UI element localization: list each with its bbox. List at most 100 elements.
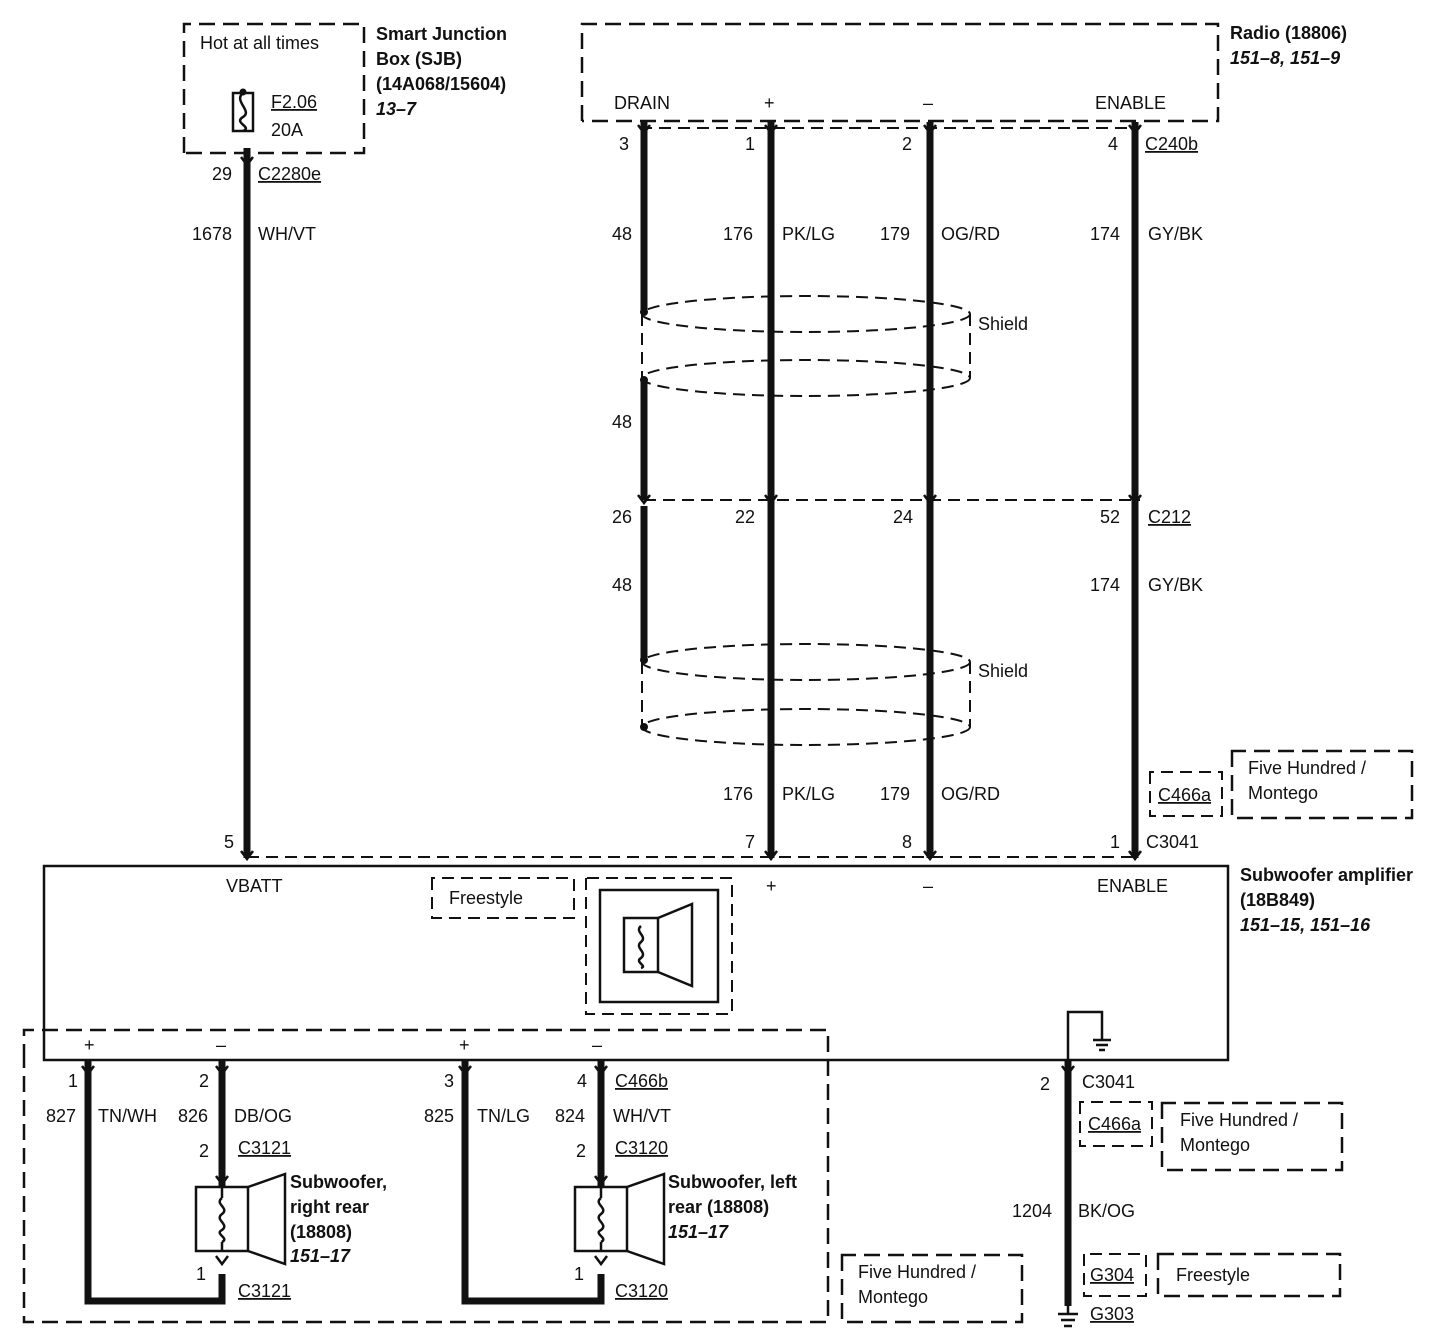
c240b-pin-minus: 2	[902, 134, 912, 154]
c212-pin-drain: 26	[612, 507, 632, 527]
left-sub-name-line1: Subwoofer, left	[668, 1172, 797, 1192]
wire-825-circuit: 825	[424, 1106, 454, 1126]
wire-1204-circuit: 1204	[1012, 1201, 1052, 1221]
fuse-icon	[231, 88, 255, 133]
c212-pin-plus: 22	[735, 507, 755, 527]
shield-upper-label: Shield	[978, 314, 1028, 334]
wire-827-color: TN/WH	[98, 1106, 157, 1126]
ground-connector: C3041	[1082, 1072, 1135, 1092]
right-sub-conn-pin-top: 2	[199, 1141, 209, 1161]
wire-1204-color: BK/OG	[1078, 1201, 1135, 1221]
ground-alt-freestyle-note: Freestyle	[1176, 1265, 1250, 1285]
radio-terminal-plus: +	[764, 93, 775, 113]
left-subwoofer-speaker-icon	[573, 1172, 666, 1266]
connector-markers-c240b	[637, 124, 1142, 136]
amp-speaker-icon	[585, 877, 733, 1015]
radio-terminal-minus: –	[923, 93, 933, 113]
c466a-upper-connector: C466a	[1158, 785, 1212, 805]
speaker-option-note: Five Hundred / Montego	[840, 1253, 1024, 1324]
left-sub-name-line2: rear (18808)	[668, 1197, 769, 1217]
left-sub-amp-connector: C466b	[615, 1071, 668, 1091]
amp-terminal-enable: ENABLE	[1097, 876, 1168, 896]
ground-alt-g304: G304	[1090, 1265, 1134, 1285]
wire-179-circuit: 179	[880, 224, 910, 244]
sjb-pin: 29	[212, 164, 232, 184]
wire-827-circuit: 827	[46, 1106, 76, 1126]
amplifier-box	[42, 864, 1230, 1062]
wire-176-lower-circuit: 176	[723, 784, 753, 804]
wire-174-circuit: 174	[1090, 224, 1120, 244]
wire-179-lower-circuit: 179	[880, 784, 910, 804]
right-sub-pin-plus: 1	[68, 1071, 78, 1091]
ground-pin: 2	[1040, 1074, 1050, 1094]
wire-174-lower-color: GY/BK	[1148, 575, 1203, 595]
left-sub-page-ref: 151–17	[668, 1222, 729, 1242]
c466a-upper-note-line1: Five Hundred /	[1248, 758, 1366, 778]
speaker-option-line1: Five Hundred /	[858, 1262, 976, 1282]
sjb-part-number: (14A068/15604)	[376, 74, 506, 94]
c240b-pin-drain: 3	[619, 134, 629, 154]
wire-826-color: DB/OG	[234, 1106, 292, 1126]
left-sub-conn-pin-bottom: 1	[574, 1264, 584, 1284]
radio-terminal-drain: DRAIN	[614, 93, 670, 113]
smart-junction-box: Hot at all times F2.06 20A Smart Junctio…	[182, 22, 507, 184]
sjb-name-line1: Smart Junction	[376, 24, 507, 44]
wire-825-color: TN/LG	[477, 1106, 530, 1126]
amp-name-line1: Subwoofer amplifier	[1240, 865, 1413, 885]
wire-174-lower-circuit: 174	[1090, 575, 1120, 595]
right-subwoofer-speaker-icon	[194, 1172, 287, 1266]
c212-pin-minus: 24	[893, 507, 913, 527]
wire-48-drain-lower-label: 48	[612, 575, 632, 595]
right-sub-name-line1: Subwoofer,	[290, 1172, 387, 1192]
amp-out-left-plus: +	[459, 1035, 470, 1055]
sjb-name-line2: Box (SJB)	[376, 49, 462, 69]
right-sub-conn-pin-bottom: 1	[196, 1264, 206, 1284]
left-sub-connector-top: C3120	[615, 1138, 668, 1158]
wire-176-lower-color: PK/LG	[782, 784, 835, 804]
right-sub-connector-bottom: C3121	[238, 1281, 291, 1301]
shield-lower	[640, 643, 971, 746]
ground-alt-note-line2: Montego	[1180, 1135, 1250, 1155]
c466a-upper-note-line2: Montego	[1248, 783, 1318, 803]
wire-824-circuit: 824	[555, 1106, 585, 1126]
ground-icon	[1058, 1306, 1078, 1328]
subwoofer-amplifier: VBATT + – ENABLE Freestyle Subwoofer amp…	[42, 864, 1413, 1062]
wire-826-circuit: 826	[178, 1106, 208, 1126]
amp-out-right-minus: –	[216, 1035, 226, 1055]
ground-alt-connector: C466a	[1088, 1114, 1142, 1134]
wire-1678-color: WH/VT	[258, 224, 316, 244]
wire-179-lower-color: OG/RD	[941, 784, 1000, 804]
ground-alt-note-line1: Five Hundred /	[1180, 1110, 1298, 1130]
c212-connector: C212	[1148, 507, 1191, 527]
amp-terminal-vbatt: VBATT	[226, 876, 283, 896]
connector-markers-c212	[637, 494, 1142, 506]
right-sub-pin-minus: 2	[199, 1071, 209, 1091]
wire-179-color: OG/RD	[941, 224, 1000, 244]
radio-name: Radio (18806)	[1230, 23, 1347, 43]
sjb-connector: C2280e	[258, 164, 321, 184]
right-sub-name-line2: right rear	[290, 1197, 369, 1217]
left-sub-pin-plus: 3	[444, 1071, 454, 1091]
left-rear-subwoofer-circuit: 3 4 C466b 825 TN/LG 824 WH/VT 2 C3120 Su…	[424, 1060, 797, 1305]
right-sub-page-ref: 151–17	[290, 1246, 351, 1266]
wire-48-drain-below-shield: 48	[612, 412, 632, 432]
c3041-pin-minus: 8	[902, 832, 912, 852]
connector-markers-c3041-top	[240, 850, 1142, 862]
shield-upper	[640, 295, 971, 397]
left-sub-conn-pin-top: 2	[576, 1141, 586, 1161]
right-sub-connector-top: C3121	[238, 1138, 291, 1158]
wire-825-plus	[461, 1060, 605, 1305]
amp-pin-vbatt: 5	[224, 832, 234, 852]
radio-terminal-enable: ENABLE	[1095, 93, 1166, 113]
wire-827-plus	[84, 1060, 226, 1305]
fuse-id: F2.06	[271, 92, 317, 112]
speaker-option-boundary	[22, 1028, 830, 1324]
wire-1678-circuit: 1678	[192, 224, 232, 244]
amp-name-line2: (18B849)	[1240, 890, 1315, 910]
left-sub-pin-minus: 4	[577, 1071, 587, 1091]
wire-48-drain-label: 48	[612, 224, 632, 244]
sjb-hot-label: Hot at all times	[200, 33, 319, 53]
ground-circuit: 2 C3041 C466a Five Hundred / Montego 120…	[1012, 1060, 1344, 1328]
c240b-connector: C240b	[1145, 134, 1198, 154]
